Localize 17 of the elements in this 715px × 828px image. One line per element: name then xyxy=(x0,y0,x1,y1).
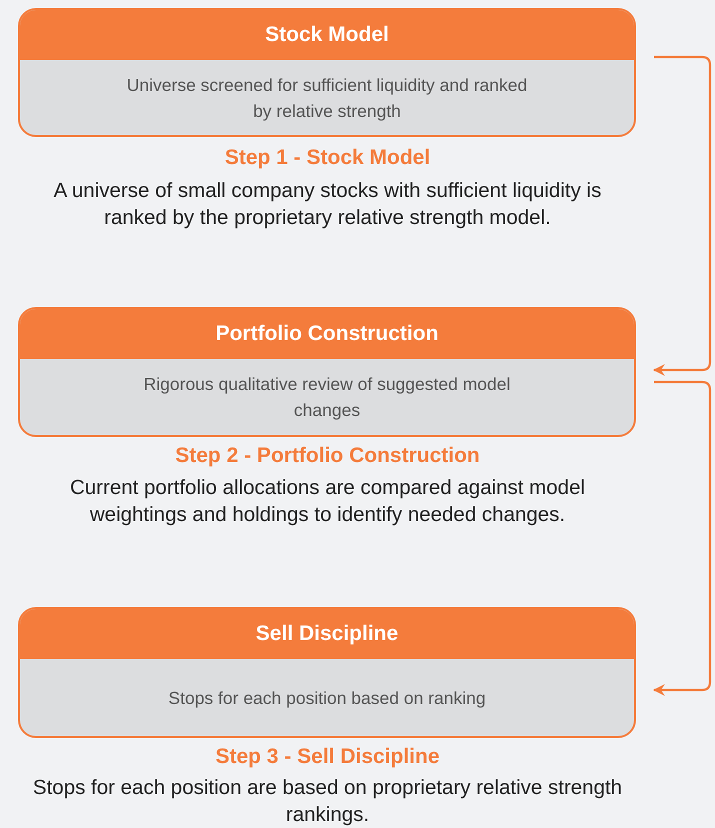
step-heading: Step 1 - Stock Model xyxy=(224,146,432,170)
step-description: Current portfolio allocations are compared against model weightings and holdings to identify needed changes. xyxy=(68,475,586,528)
arrow xyxy=(653,380,712,696)
box-heading: Sell Discipline xyxy=(20,609,634,659)
step-heading: Step 3 - Sell Discipline xyxy=(214,745,441,769)
step-heading: Step 2 - Portfolio Construction xyxy=(174,444,481,468)
process-box xyxy=(18,307,636,437)
process-box xyxy=(18,607,636,738)
box-heading: Stock Model xyxy=(20,10,634,60)
process-box xyxy=(18,8,636,137)
step-description: A universe of small company stocks with sufficient liquidity is ranked by the proprietary relative strength model. xyxy=(52,178,602,231)
box-heading: Portfolio Construction xyxy=(20,309,634,359)
box-description: Rigorous qualitative review of suggested model changes xyxy=(142,373,512,422)
box-description: Universe screened for sufficient liquidity and ranked by relative strength xyxy=(126,74,528,123)
arrow xyxy=(653,56,712,376)
box-description: Stops for each position based on ranking xyxy=(167,686,487,710)
step-description: Stops for each position are based on proprietary relative strength rankings. xyxy=(32,775,624,828)
